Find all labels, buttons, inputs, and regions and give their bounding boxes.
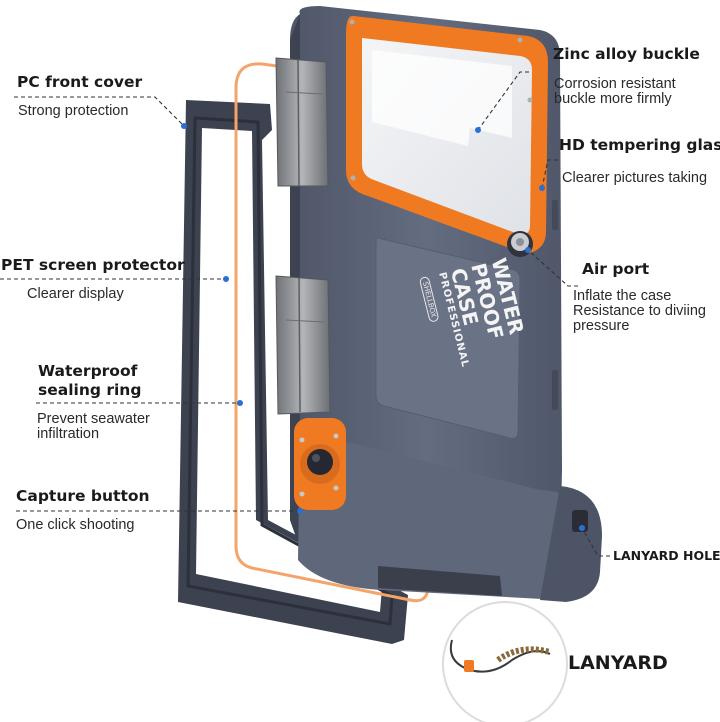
air-port-sub: Inflate the case Resistance to diviing p…: [573, 289, 706, 334]
sealing-ring-title-line2: sealing ring: [38, 381, 142, 399]
air-port-sub-line1: Inflate the case: [573, 288, 672, 304]
leader-dot-pc-front-cover: [181, 123, 187, 129]
leader-dot-capture-button: [297, 508, 303, 514]
lanyard-illustration: [442, 601, 568, 722]
pet-protector-sub: Clearer display: [27, 286, 124, 302]
zinc-buckle-sub-line2: buckle more firmly: [554, 91, 672, 107]
air-port-sub-line2: Resistance to diviing: [573, 303, 706, 319]
leader-dot-pet-protector: [223, 276, 229, 282]
air-port-sub-line3: pressure: [573, 318, 630, 334]
hd-glass-title: HD tempering glass: [559, 136, 720, 154]
sealing-ring-sub-line2: infiltration: [37, 426, 100, 442]
leader-lanyard-hole: [581, 527, 610, 557]
pc-front-cover-sub: Strong protection: [18, 103, 129, 119]
leader-dot-zinc-buckle: [475, 127, 481, 133]
lanyard-title: LANYARD: [568, 652, 668, 674]
air-port-title: Air port: [582, 260, 650, 278]
sealing-ring-title: Waterproof sealing ring: [38, 362, 141, 400]
leader-dot-lanyard-hole: [579, 525, 585, 531]
pc-front-cover-title: PC front cover: [17, 73, 143, 91]
leader-dot-air-port: [525, 247, 531, 253]
leader-pc-front-cover: [14, 96, 185, 127]
sealing-ring-sub: Prevent seawater infiltration: [37, 412, 150, 442]
zinc-buckle-sub: Corrosion resistant buckle more firmly: [554, 77, 676, 107]
capture-button-title: Capture button: [16, 487, 150, 505]
capture-button-sub: One click shooting: [16, 517, 135, 533]
sealing-ring-title-line1: Waterproof: [38, 362, 138, 380]
zinc-buckle-title: Zinc alloy buckle: [553, 45, 700, 63]
pet-protector-title: PET screen protector: [1, 256, 185, 274]
leader-air-port: [527, 249, 578, 287]
hd-glass-sub: Clearer pictures taking: [562, 170, 708, 186]
leader-dot-sealing-ring: [237, 400, 243, 406]
leader-dot-hd-glass: [539, 185, 545, 191]
lanyard-hole-title: LANYARD HOLE: [613, 548, 720, 563]
leader-zinc-buckle: [477, 71, 529, 131]
sealing-ring-sub-line1: Prevent seawater: [37, 411, 150, 427]
zinc-buckle-sub-line1: Corrosion resistant: [554, 76, 676, 92]
leader-hd-glass: [541, 159, 558, 189]
hinges: [275, 57, 331, 415]
